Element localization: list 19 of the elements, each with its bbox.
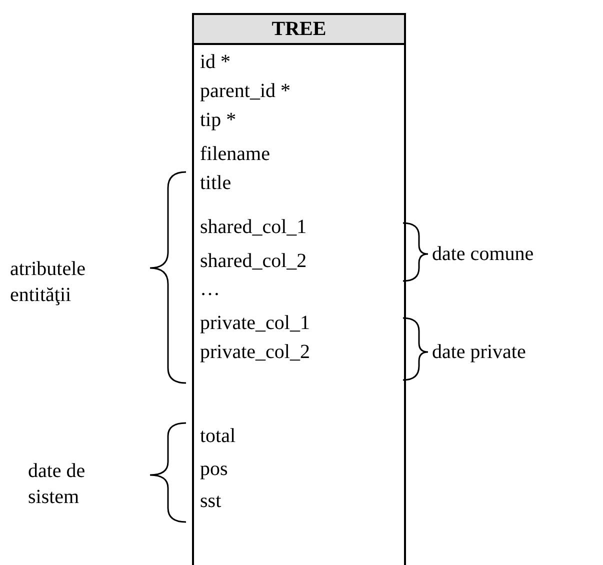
brace-label: date private: [432, 340, 526, 365]
column-name: shared_col_2: [200, 249, 307, 273]
column-name: …: [200, 277, 220, 301]
table-header: TREE: [194, 13, 404, 45]
brace-label: atributele entităţii: [10, 257, 87, 308]
brace-label: date de sistem: [28, 459, 86, 510]
column-name: sst: [200, 489, 222, 513]
column-name: filename: [200, 142, 270, 166]
entity-table: [192, 13, 406, 565]
column-name: private_col_1: [200, 311, 310, 335]
column-name: private_col_2: [200, 340, 310, 364]
column-name: id *: [200, 50, 231, 74]
column-name: tip *: [200, 108, 236, 132]
brace-label: date comune: [432, 242, 534, 267]
column-name: title: [200, 171, 232, 195]
column-name: shared_col_1: [200, 215, 307, 239]
column-name: parent_id *: [200, 79, 291, 103]
column-name: total: [200, 424, 236, 448]
column-name: pos: [200, 457, 228, 481]
